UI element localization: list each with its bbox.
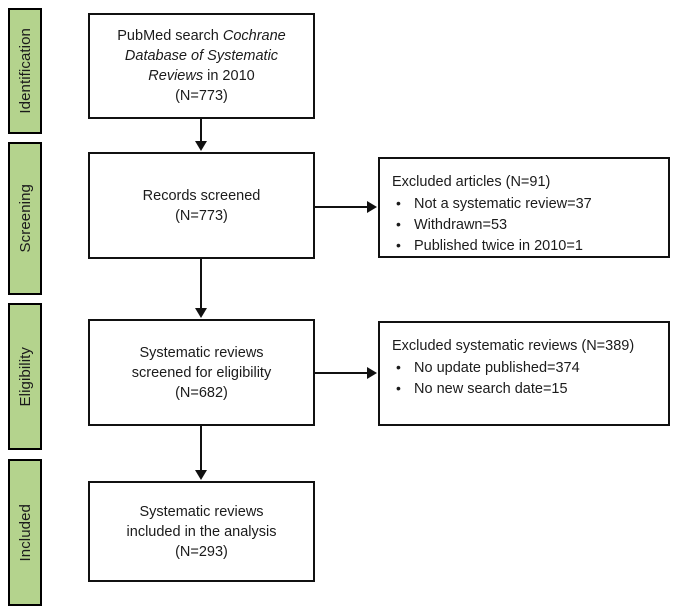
- box-excluded-articles-content: Excluded articles (N=91) Not a systemati…: [380, 159, 668, 257]
- box-identification-source: PubMed search Cochrane Database of Syste…: [88, 13, 315, 119]
- box-records-screened-text: Records screened (N=773): [135, 186, 269, 226]
- connector-screening-to-eligibility: [200, 259, 202, 309]
- list-item: Withdrawn=53: [392, 214, 668, 236]
- stage-label-eligibility: Eligibility: [16, 346, 34, 407]
- arrow-right-icon: [367, 201, 377, 213]
- stage-bar-screening: Screening: [8, 142, 42, 295]
- connector-identification-to-screening: [200, 119, 202, 143]
- box-excluded-reviews: Excluded systematic reviews (N=389) No u…: [378, 321, 670, 426]
- eligibility-line2: screened for eligibility: [131, 364, 272, 381]
- source-count: (N=773): [175, 88, 228, 104]
- connector-eligibility-to-included: [200, 426, 202, 472]
- stage-label-screening: Screening: [16, 184, 34, 253]
- box-included-final: Systematic reviews included in the analy…: [88, 481, 315, 582]
- excluded-articles-list: Not a systematic review=37 Withdrawn=53 …: [392, 193, 668, 257]
- box-eligibility-screened: Systematic reviews screened for eligibil…: [88, 319, 315, 426]
- source-line1-prefix: PubMed search: [117, 28, 223, 44]
- box-records-screened: Records screened (N=773): [88, 152, 315, 259]
- arrow-down-icon: [195, 141, 207, 151]
- source-line3-suffix: in 2010: [203, 68, 255, 84]
- list-item: Published twice in 2010=1: [392, 235, 668, 257]
- arrow-right-icon: [367, 367, 377, 379]
- stage-bar-identification: Identification: [8, 8, 42, 134]
- box-included-final-text: Systematic reviews included in the analy…: [119, 502, 285, 562]
- stage-label-identification: Identification: [16, 28, 34, 114]
- included-line1: Systematic reviews: [139, 503, 264, 520]
- box-excluded-reviews-content: Excluded systematic reviews (N=389) No u…: [380, 323, 668, 400]
- box-identification-source-text: PubMed search Cochrane Database of Syste…: [109, 26, 293, 106]
- arrow-down-icon: [195, 470, 207, 480]
- eligibility-count: (N=682): [175, 384, 228, 401]
- included-line2: included in the analysis: [126, 523, 277, 540]
- box-eligibility-screened-text: Systematic reviews screened for eligibil…: [124, 343, 279, 403]
- connector-eligibility-to-excluded-reviews: [315, 372, 368, 374]
- list-item: No update published=374: [392, 357, 668, 379]
- arrow-down-icon: [195, 308, 207, 318]
- source-line1-italic: Cochrane: [222, 28, 286, 44]
- source-line2-italic: Database of Systematic: [124, 48, 279, 64]
- eligibility-line1: Systematic reviews: [139, 344, 264, 361]
- box-excluded-articles: Excluded articles (N=91) Not a systemati…: [378, 157, 670, 258]
- records-screened-line1: Records screened: [142, 187, 261, 204]
- list-item: Not a systematic review=37: [392, 193, 668, 215]
- stage-label-included: Included: [16, 503, 34, 562]
- connector-screening-to-excluded-articles: [315, 206, 368, 208]
- excluded-reviews-list: No update published=374 No new search da…: [392, 357, 668, 400]
- excluded-reviews-title: Excluded systematic reviews (N=389): [392, 338, 635, 354]
- source-line3-italic: Reviews: [148, 68, 204, 84]
- stage-bar-included: Included: [8, 459, 42, 606]
- included-count: (N=293): [175, 543, 228, 560]
- excluded-articles-title: Excluded articles (N=91): [392, 174, 551, 190]
- records-screened-count: (N=773): [175, 207, 228, 224]
- list-item: No new search date=15: [392, 378, 668, 400]
- stage-bar-eligibility: Eligibility: [8, 303, 42, 450]
